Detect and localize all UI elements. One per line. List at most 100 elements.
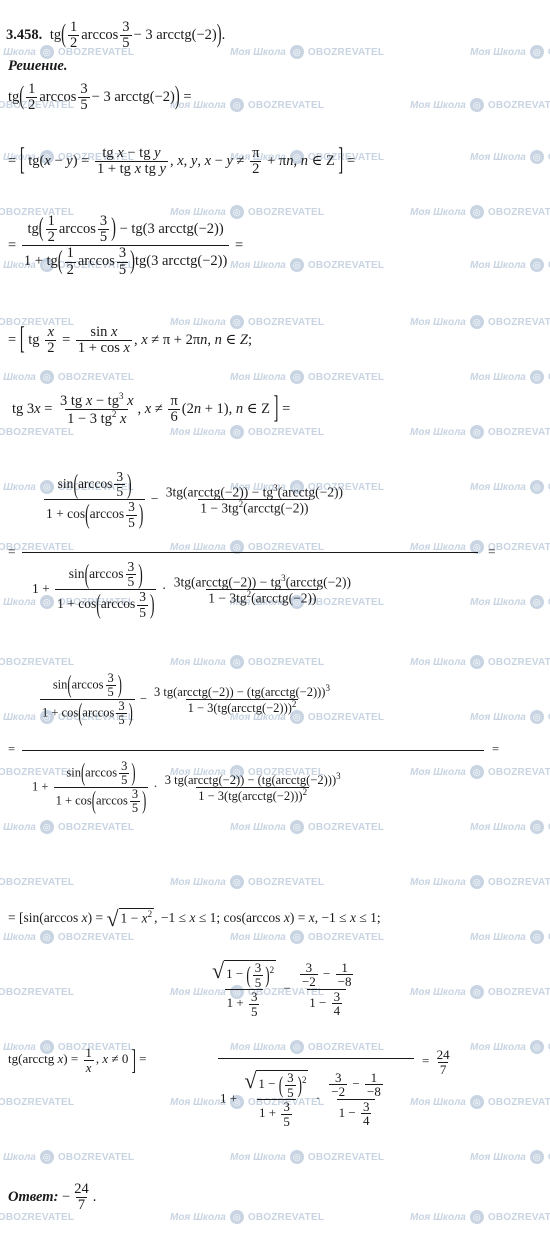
watermark: Моя Школа◎OBOZREVATEL (0, 150, 134, 164)
watermark: Моя Школа◎OBOZREVATEL (170, 875, 324, 889)
obozrevatel-logo-icon: ◎ (289, 258, 304, 272)
obozrevatel-logo-icon: ◎ (289, 820, 304, 834)
answer-label: Ответ: (8, 1189, 59, 1206)
obozrevatel-logo-icon: ◎ (469, 765, 484, 779)
watermark-site: Моя Школа (410, 206, 466, 218)
watermark-brand: OBOZREVATEL (0, 876, 75, 888)
watermark: Моя Школа◎OBOZREVATEL (470, 1150, 550, 1164)
watermark: Моя Школа◎OBOZREVATEL (410, 1210, 550, 1224)
obozrevatel-logo-icon: ◎ (289, 595, 304, 609)
watermark-brand: OBOZREVATEL (57, 371, 135, 383)
obozrevatel-logo-icon: ◎ (229, 425, 244, 439)
watermark-brand: OBOZREVATEL (247, 316, 325, 328)
obozrevatel-logo-icon: ◎ (469, 875, 484, 889)
watermark-site: Моя Школа (230, 371, 286, 383)
watermark-site: Моя Школа (170, 206, 226, 218)
watermark-site: Моя Школа (0, 711, 36, 723)
watermark: Моя Школа◎OBOZREVATEL (0, 370, 134, 384)
watermark-site: Моя Школа (470, 1041, 526, 1053)
obozrevatel-logo-icon: ◎ (39, 1040, 54, 1054)
watermark-brand: OBOZREVATEL (307, 711, 385, 723)
watermark-brand: OBOZREVATEL (548, 372, 550, 383)
watermark: Моя Школа◎OBOZREVATEL (170, 985, 324, 999)
obozrevatel-logo-icon: ◎ (229, 765, 244, 779)
watermark-site: Моя Школа (0, 1151, 36, 1163)
watermark: Моя Школа◎OBOZREVATEL (230, 1040, 384, 1054)
watermark: Моя Школа◎OBOZREVATEL (470, 710, 550, 724)
watermark-brand: OBOZREVATEL (247, 876, 325, 888)
obozrevatel-logo-icon: ◎ (469, 655, 484, 669)
watermark-site: Моя Школа (230, 821, 286, 833)
watermark-site: Моя Школа (230, 481, 286, 493)
watermark-brand: OBOZREVATEL (57, 821, 135, 833)
watermark-site: Моя Школа (470, 596, 526, 608)
watermark-brand: OBOZREVATEL (247, 206, 325, 218)
obozrevatel-logo-icon: ◎ (39, 45, 54, 59)
watermark: Моя Школа◎OBOZREVATEL (470, 45, 550, 59)
watermark-site: Моя Школа (0, 481, 36, 493)
watermark: Моя Школа◎OBOZREVATEL (410, 540, 550, 554)
watermark-brand: OBOZREVATEL (57, 931, 135, 943)
watermark-brand: OBOZREVATEL (0, 206, 75, 218)
watermark-brand: OBOZREVATEL (247, 426, 325, 438)
watermark: Моя Школа◎OBOZREVATEL (0, 45, 134, 59)
obozrevatel-logo-icon: ◎ (39, 258, 54, 272)
watermark-brand: OBOZREVATEL (0, 986, 75, 998)
watermark-brand: OBOZREVATEL (247, 541, 325, 553)
watermark: Моя Школа◎OBOZREVATEL (0, 1040, 134, 1054)
watermark: Моя Школа◎OBOZREVATEL (230, 480, 384, 494)
watermark: Моя Школа◎OBOZREVATEL (410, 425, 550, 439)
obozrevatel-logo-icon: ◎ (469, 205, 484, 219)
watermark-site: Моя Школа (470, 46, 526, 58)
watermark-site: Моя Школа (410, 99, 466, 111)
watermark: Моя Школа◎OBOZREVATEL (170, 315, 324, 329)
watermark-brand: OBOZREVATEL (548, 1042, 550, 1053)
obozrevatel-logo-icon: ◎ (229, 315, 244, 329)
obozrevatel-logo-icon: ◎ (529, 930, 544, 944)
watermark: Моя Школа◎OBOZREVATEL (0, 710, 134, 724)
watermark: Моя Школа◎OBOZREVATEL (410, 98, 550, 112)
watermark-brand: OBOZREVATEL (487, 1096, 550, 1108)
watermark-site: Моя Школа (230, 1041, 286, 1053)
watermark-site: Моя Школа (410, 656, 466, 668)
watermark: Моя Школа◎OBOZREVATEL (170, 540, 324, 554)
watermark-site: Моя Школа (410, 1211, 466, 1223)
watermark-brand: OBOZREVATEL (57, 596, 135, 608)
obozrevatel-logo-icon: ◎ (529, 370, 544, 384)
watermark-brand: OBOZREVATEL (487, 426, 550, 438)
watermark-brand: OBOZREVATEL (548, 822, 550, 833)
obozrevatel-logo-icon: ◎ (469, 985, 484, 999)
obozrevatel-logo-icon: ◎ (469, 1095, 484, 1109)
obozrevatel-logo-icon: ◎ (39, 1150, 54, 1164)
watermark-brand: OBOZREVATEL (548, 712, 550, 723)
obozrevatel-logo-icon: ◎ (229, 1210, 244, 1224)
obozrevatel-logo-icon: ◎ (529, 1150, 544, 1164)
watermark-site: Моя Школа (170, 766, 226, 778)
watermark: Моя Школа◎OBOZREVATEL (470, 930, 550, 944)
watermark: Моя Школа◎OBOZREVATEL (170, 1210, 324, 1224)
watermark-brand: OBOZREVATEL (0, 1211, 75, 1223)
obozrevatel-logo-icon: ◎ (229, 875, 244, 889)
obozrevatel-logo-icon: ◎ (289, 45, 304, 59)
watermark-brand: OBOZREVATEL (57, 481, 135, 493)
watermark-brand: OBOZREVATEL (0, 426, 75, 438)
watermark-brand: OBOZREVATEL (307, 259, 385, 271)
watermark-brand: OBOZREVATEL (487, 1211, 550, 1223)
obozrevatel-logo-icon: ◎ (529, 258, 544, 272)
watermark-brand: OBOZREVATEL (307, 371, 385, 383)
watermark-site: Моя Школа (470, 371, 526, 383)
watermark-site: Моя Школа (410, 766, 466, 778)
watermark: Моя Школа◎OBOZREVATEL (170, 655, 324, 669)
watermark: Моя Школа◎OBOZREVATEL (170, 1095, 324, 1109)
watermark-brand: OBOZREVATEL (548, 1152, 550, 1163)
watermark-brand: OBOZREVATEL (487, 541, 550, 553)
watermark: Моя Школа◎OBOZREVATEL (0, 655, 74, 669)
obozrevatel-logo-icon: ◎ (229, 985, 244, 999)
watermark-site: Моя Школа (0, 371, 36, 383)
watermark-brand: OBOZREVATEL (247, 1096, 325, 1108)
watermark: Моя Школа◎OBOZREVATEL (470, 1040, 550, 1054)
